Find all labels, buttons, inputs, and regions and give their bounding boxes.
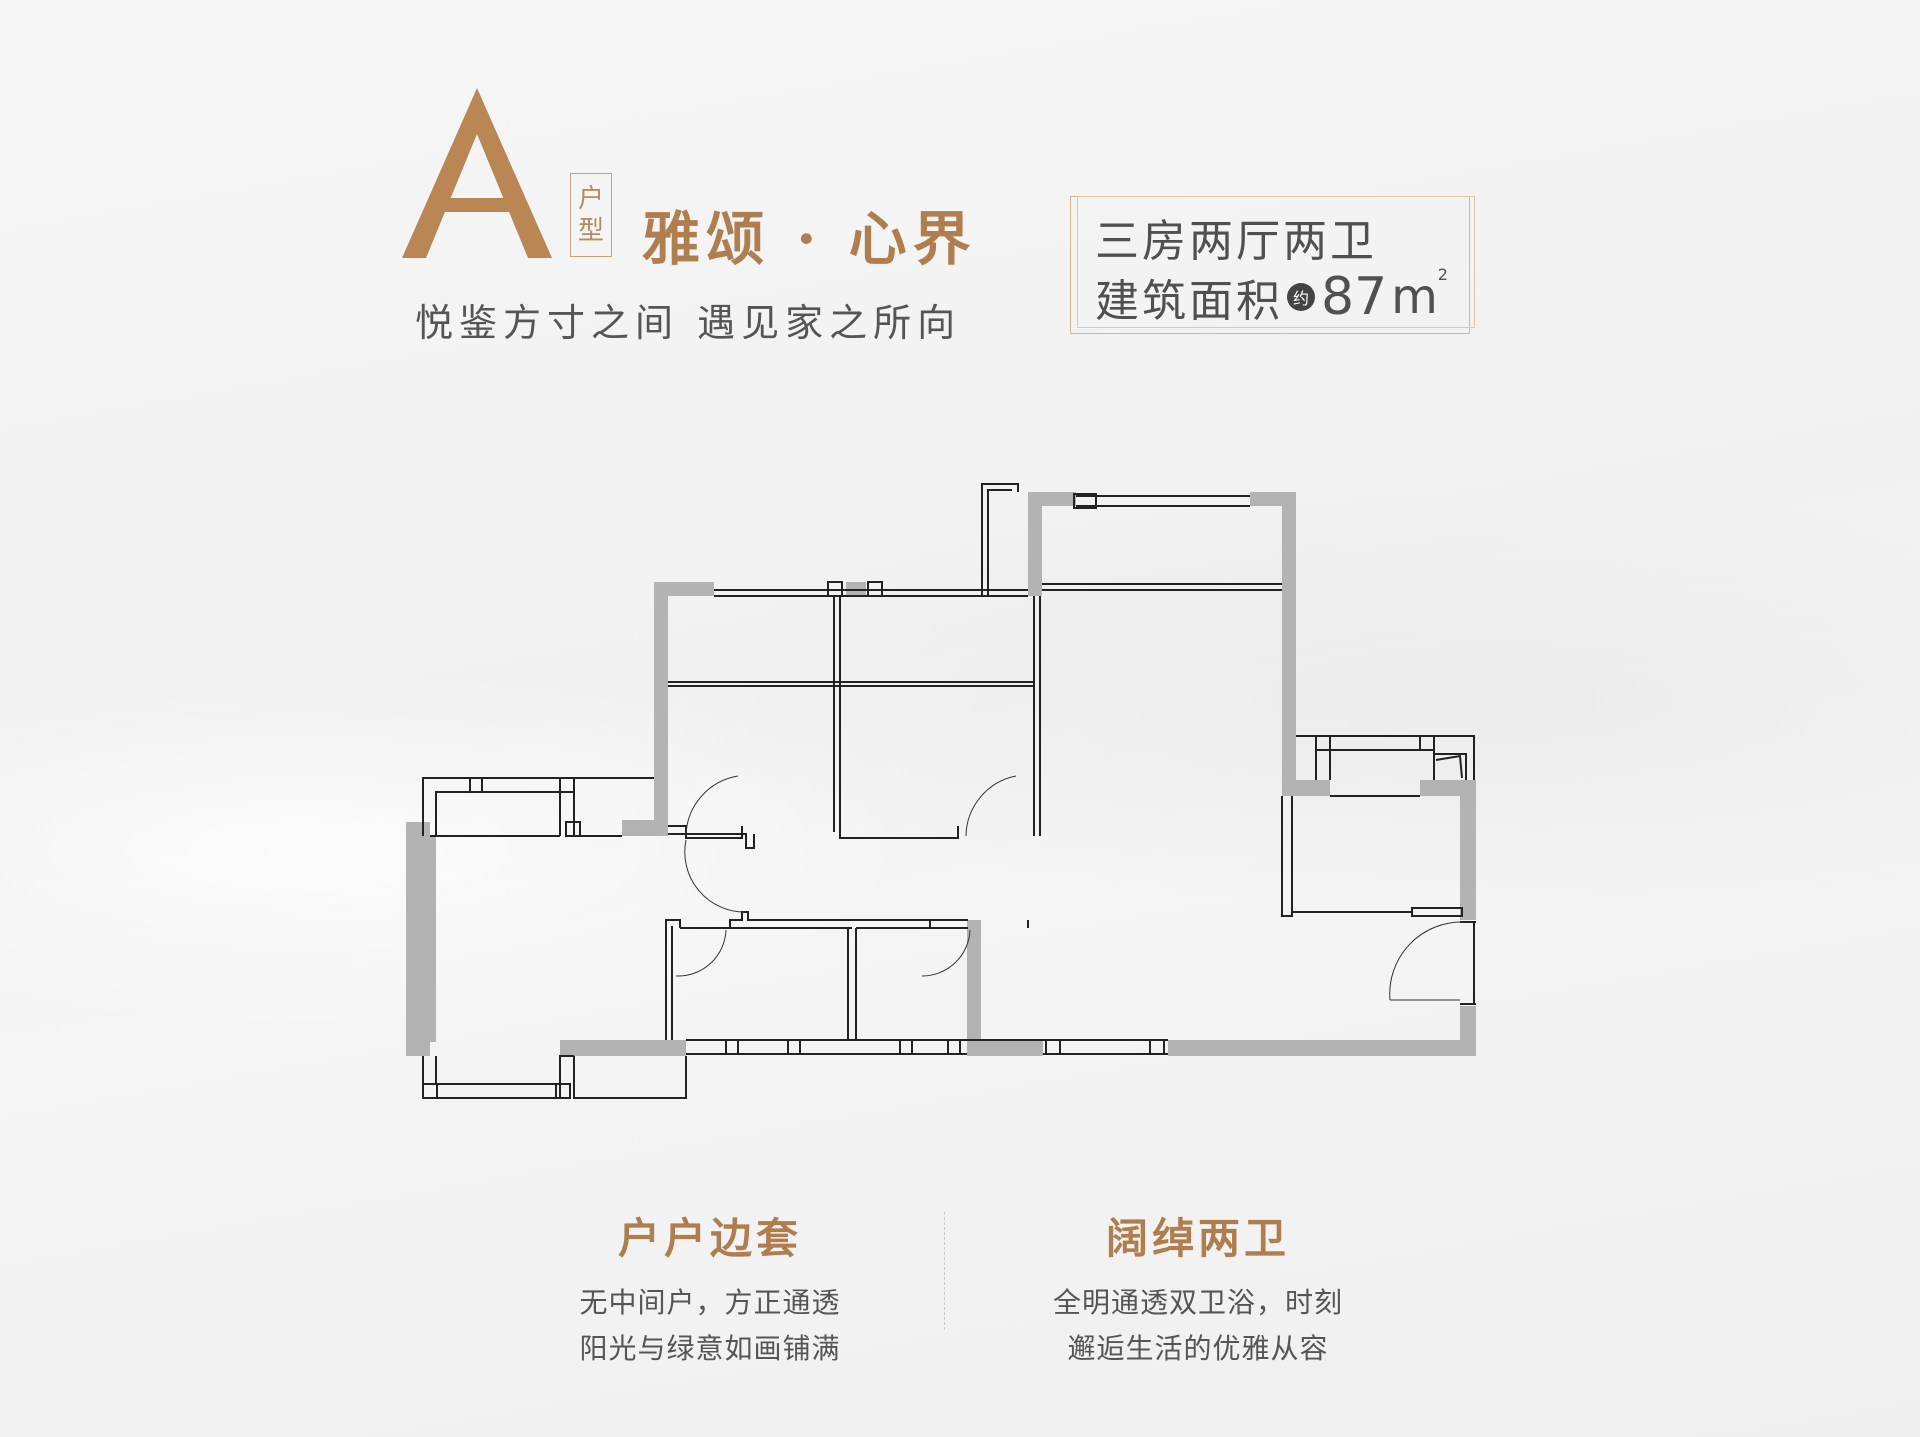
type-letter-a-logo	[402, 88, 552, 258]
interior-lines	[422, 483, 1476, 1099]
page-subtitle: 悦鉴方寸之间 遇见家之所向	[415, 301, 962, 345]
layout-spec: 三房两厅两卫	[1095, 216, 1377, 267]
feature-line: 邂逅生活的优雅从容	[1067, 1332, 1329, 1365]
door-swings	[675, 775, 1465, 1001]
type-tag-char-2: 型	[577, 216, 604, 246]
area-unit-superscript: 2	[1437, 265, 1448, 284]
area-label: 建筑面积	[1095, 276, 1283, 327]
feature-double-bathroom: 阔绰两卫 全明通透双卫浴，时刻 邂逅生活的优雅从容	[988, 1205, 1408, 1372]
feature-line: 全明通透双卫浴，时刻	[1052, 1286, 1343, 1319]
feature-divider	[944, 1212, 945, 1330]
area-unit-text: m	[1391, 269, 1438, 325]
feature-line: 阳光与绿意如画铺满	[579, 1332, 841, 1365]
feature-corner-units: 户户边套 无中间户，方正通透 阳光与绿意如画铺满	[500, 1205, 920, 1372]
feature-title: 户户边套	[617, 1214, 802, 1263]
area-value: 87	[1321, 267, 1388, 327]
approx-badge: 约	[1287, 283, 1315, 311]
page-title: 雅颂 · 心界	[642, 205, 977, 273]
type-tag-char-1: 户	[577, 184, 604, 214]
feature-line: 无中间户，方正通透	[579, 1286, 841, 1319]
feature-title: 阔绰两卫	[1105, 1214, 1290, 1263]
unit-type-tag: 户 型	[570, 173, 612, 257]
structural-walls	[406, 492, 1476, 1056]
